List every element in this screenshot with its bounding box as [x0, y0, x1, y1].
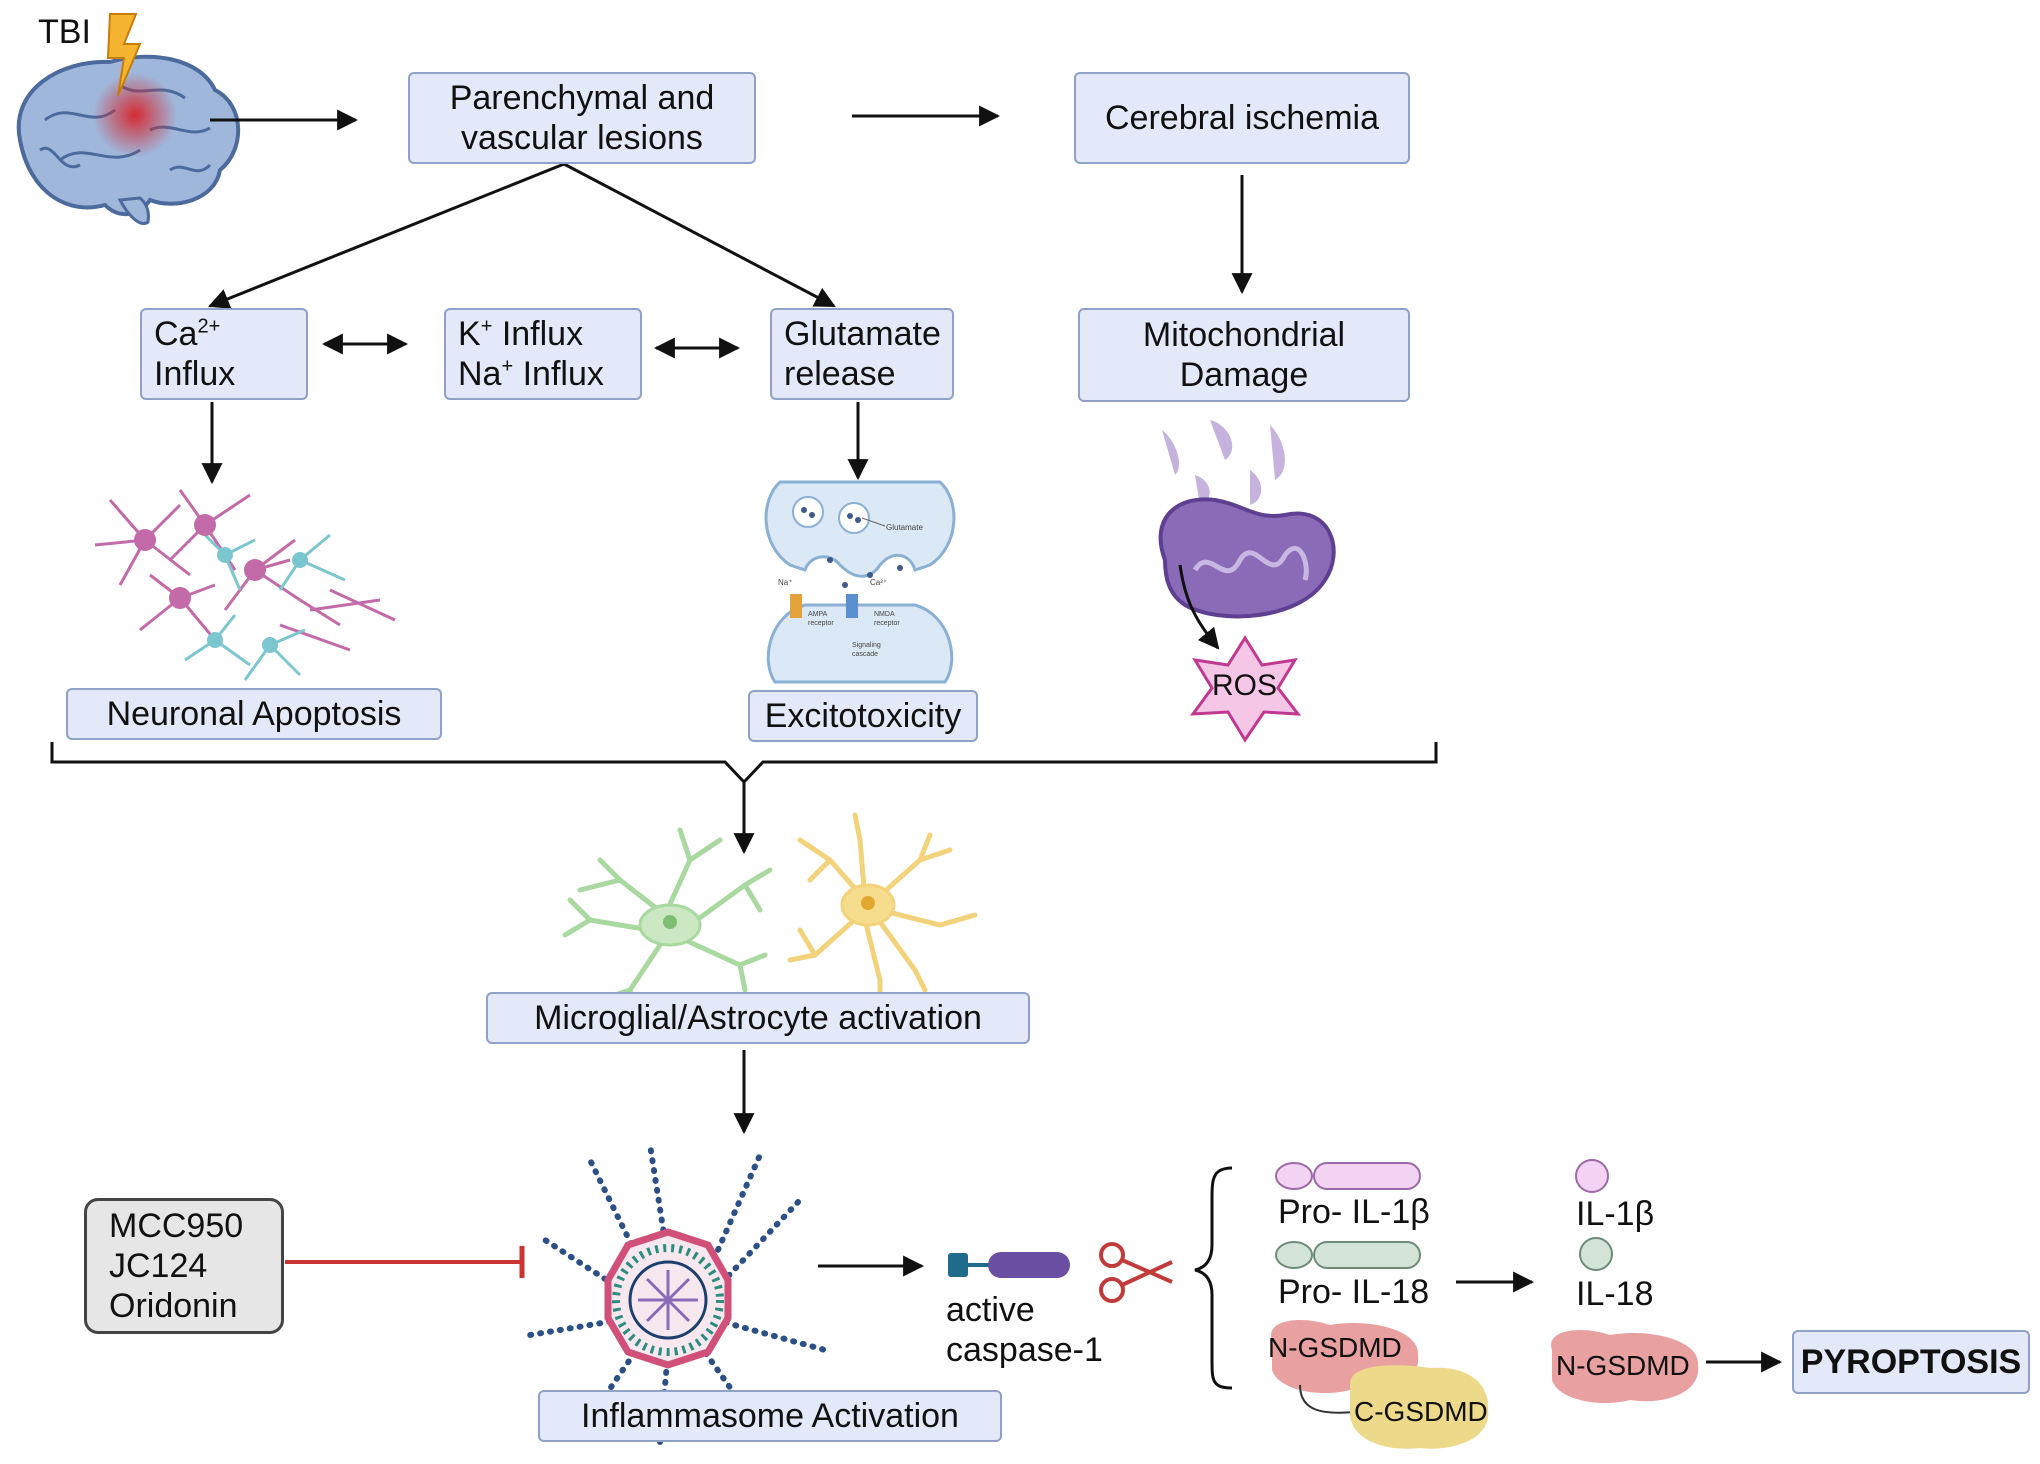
ca-line2: Influx	[154, 355, 236, 393]
nmda-label-line2: receptor	[874, 620, 900, 627]
ros-star-icon	[1189, 635, 1302, 743]
glia-activation-text: Microglial/Astrocyte activation	[534, 999, 982, 1037]
ca-superscript: 2+	[197, 315, 221, 338]
signaling-label-line2: cascade	[852, 651, 878, 658]
tbi-label: TBI	[38, 13, 91, 51]
signaling-label-line1: Signaling	[852, 642, 881, 649]
synapse-na-label: Na⁺	[778, 578, 792, 587]
box-cerebral-ischemia: Cerebral ischemia	[1074, 72, 1410, 164]
k-superscript: +	[480, 315, 493, 338]
pyroptosis-text: PYROPTOSIS	[1800, 1343, 2022, 1381]
k-base: K	[458, 315, 481, 353]
substrate-brace	[1194, 1166, 1233, 1390]
ros-label: ROS	[1212, 669, 1278, 702]
box-inhibitors: MCC950 JC124 Oridonin	[84, 1198, 284, 1334]
neuronal-apoptosis-text: Neuronal Apoptosis	[106, 695, 402, 733]
ngsdmd2-label: N-GSDMD	[1556, 1350, 1690, 1381]
box-k-na-influx: K+ Influx Na+ Influx	[444, 308, 642, 400]
mito-line1: Mitochondrial	[1142, 316, 1346, 354]
lesions-line2: vascular lesions	[461, 119, 703, 157]
mito-line2: Damage	[1179, 356, 1309, 394]
k-line: K+ Influx	[458, 314, 583, 354]
synapse-glutamate-label: Glutamate	[886, 523, 923, 532]
glutamate-line2: release	[784, 355, 896, 393]
pro-il1b-icon	[1275, 1162, 1421, 1190]
ngsdmd2-blob	[1551, 1330, 1699, 1404]
pro-il18-label: Pro- IL-18	[1278, 1273, 1430, 1311]
box-parenchymal-lesions: Parenchymal and vascular lesions	[408, 72, 756, 164]
synapse-illustration: Glutamate Na⁺ Ca²⁺ AMPA receptor NMDA re…	[764, 480, 956, 684]
synapse-ca-label: Ca²⁺	[870, 578, 887, 587]
ampa-label-line2: receptor	[808, 620, 834, 627]
inflammasome-icon	[527, 1142, 828, 1445]
box-glia-activation: Microglial/Astrocyte activation	[486, 992, 1030, 1044]
na-base: Na	[458, 355, 502, 393]
caspase-label-line2: caspase-1	[946, 1331, 1103, 1369]
ngsdmd-label: N-GSDMD	[1268, 1332, 1402, 1363]
glutamate-line1: Glutamate	[784, 315, 941, 353]
box-pyroptosis: PYROPTOSIS	[1792, 1330, 2030, 1394]
box-inflammasome-activation: Inflammasome Activation	[538, 1390, 1002, 1442]
arrow-lesions-to-glutamate	[563, 162, 836, 308]
cgsdmd-blob	[1349, 1365, 1489, 1449]
na-rest: Influx	[513, 355, 604, 393]
caspase-1-icon	[948, 1252, 1070, 1278]
astrocyte-icon	[787, 812, 978, 1013]
pro-il1b-label: Pro- IL-1β	[1278, 1193, 1430, 1231]
ca-line1: Ca2+	[154, 314, 220, 354]
ca-base: Ca	[154, 315, 198, 353]
k-rest: Influx	[492, 315, 584, 353]
inhibitor-oridonin: Oridonin	[109, 1287, 238, 1325]
il1b-label: IL-1β	[1576, 1195, 1655, 1233]
lightning-icon	[106, 13, 142, 97]
microglia-icon	[562, 827, 773, 1023]
caspase-label-line1: active	[946, 1291, 1035, 1329]
convergence-bracket	[50, 742, 1438, 785]
na-line: Na+ Influx	[458, 354, 604, 394]
box-ca-influx: Ca2+ Influx	[140, 308, 308, 400]
il1b-icon	[1575, 1159, 1609, 1193]
box-glutamate-release: Glutamate release	[770, 308, 954, 400]
cgsdmd-label: C-GSDMD	[1354, 1396, 1488, 1427]
inhibitor-mcc950: MCC950	[109, 1207, 244, 1245]
arrow-lesions-to-ca	[208, 162, 565, 309]
ampa-label-line1: AMPA	[808, 611, 828, 618]
nmda-label-line1: NMDA	[874, 611, 895, 618]
na-superscript: +	[501, 355, 514, 378]
box-excitotoxicity: Excitotoxicity	[748, 690, 978, 742]
box-neuronal-apoptosis: Neuronal Apoptosis	[66, 688, 442, 740]
inflammasome-activation-text: Inflammasome Activation	[581, 1397, 959, 1435]
mitochondria-icon	[1158, 420, 1336, 650]
gsdmd-linker	[1299, 1384, 1356, 1414]
pro-il18-icon	[1275, 1241, 1421, 1269]
inhibitor-jc124: JC124	[109, 1247, 208, 1285]
ischemia-text: Cerebral ischemia	[1105, 99, 1379, 137]
excitotoxicity-text: Excitotoxicity	[764, 697, 962, 735]
il18-label: IL-18	[1576, 1275, 1654, 1313]
scissors-icon	[1099, 1242, 1173, 1303]
il18-icon	[1579, 1237, 1613, 1271]
neurons-illustration	[94, 489, 396, 681]
brain-icon	[16, 54, 241, 225]
box-mitochondrial-damage: Mitochondrial Damage	[1078, 308, 1410, 402]
lesions-line1: Parenchymal and	[449, 79, 715, 117]
